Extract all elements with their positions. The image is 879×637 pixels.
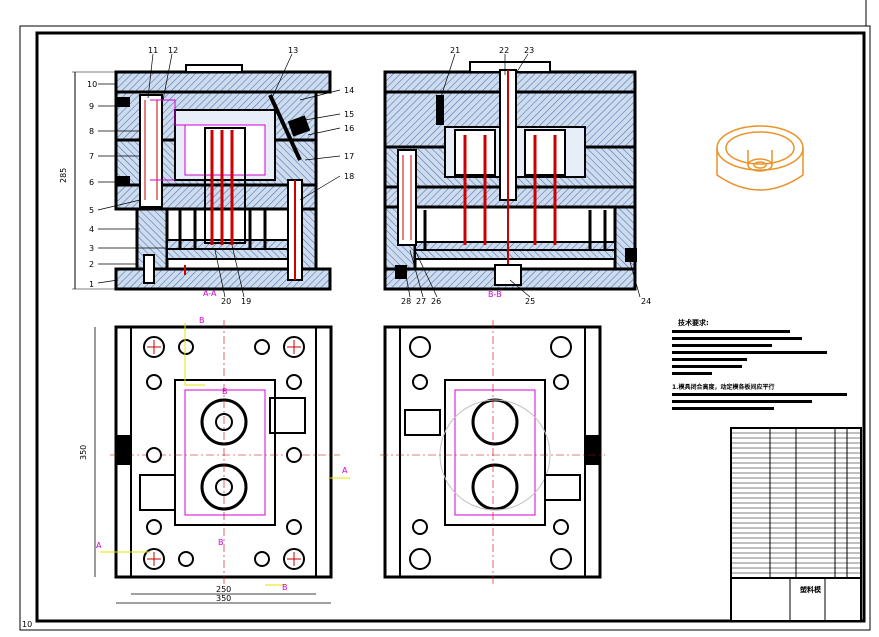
technical-requirements: 技术要求: 1.模具闭合高度，动定模各板间应平行 — [672, 318, 847, 410]
plan-width-outer-dim: 350 — [216, 594, 231, 603]
view-marker: B — [222, 387, 228, 396]
part-number: 11 — [148, 46, 158, 55]
tech-requirements-note: 1.模具闭合高度，动定模各板间应平行 — [672, 383, 774, 391]
parts-list-title-block: 塑料模 — [730, 427, 862, 622]
view-marker: B — [218, 538, 224, 547]
part-number: 9 — [89, 102, 94, 111]
top-clamp-plate — [114, 70, 332, 94]
moving-half-plan-view: B B B B A A 350 250 350 — [79, 316, 350, 604]
part-numbers-bb: 21 22 23 24 25 26 27 28 — [401, 46, 651, 306]
section-label-bb: B-B — [488, 290, 502, 299]
part-number: 6 — [89, 178, 94, 187]
part-number: 12 — [168, 46, 178, 55]
part-number: 13 — [288, 46, 298, 55]
part-number: 25 — [525, 297, 535, 306]
part-number: 21 — [450, 46, 460, 55]
plan-width-inner-dim: 250 — [216, 585, 231, 594]
part-number: 24 — [641, 297, 651, 306]
part-number: 1 — [89, 280, 94, 289]
part-leaders-bb — [404, 53, 641, 298]
part-number: 8 — [89, 127, 94, 136]
part-number: 16 — [344, 124, 354, 133]
part-number: 18 — [344, 172, 354, 181]
part-number: 20 — [221, 297, 231, 306]
part-number: 22 — [499, 46, 509, 55]
tech-requirements-title: 技术要求: — [678, 318, 709, 327]
part-number: 2 — [89, 260, 94, 269]
part-number: 5 — [89, 206, 94, 215]
fixed-half-plan-view — [380, 320, 605, 585]
part-number: 14 — [344, 86, 354, 95]
part-number: 19 — [241, 297, 251, 306]
plan-height-dim: 350 — [79, 445, 88, 460]
section-view-b-b: B-B — [383, 61, 637, 299]
guide-pillar — [139, 94, 163, 208]
title-block-main: 塑料模 — [800, 585, 822, 594]
locating-ring — [185, 64, 243, 73]
sheet-outer-frame — [19, 25, 871, 631]
part-number: 27 — [416, 297, 426, 306]
part-number: 28 — [401, 297, 411, 306]
section-view-a-a: 285 A-A — [59, 64, 332, 298]
view-marker: B — [282, 583, 288, 592]
part-number: 10 — [87, 80, 97, 89]
view-marker: B — [199, 316, 205, 325]
angle-pin — [268, 94, 302, 161]
sheet-inner-frame — [35, 31, 866, 623]
part-number: 3 — [89, 244, 94, 253]
part-number: 4 — [89, 225, 94, 234]
part-number: 15 — [344, 110, 354, 119]
part-numbers-front: 1 2 3 4 5 6 7 8 9 10 11 12 13 14 15 16 1… — [87, 46, 354, 306]
part-number: 17 — [344, 152, 354, 161]
section-label-aa: A-A — [203, 289, 217, 298]
part-number: 7 — [89, 152, 94, 161]
border-number: 10 — [22, 620, 32, 629]
product-isometric-sketch — [716, 125, 804, 191]
view-marker: A — [96, 541, 102, 550]
part-number: 23 — [524, 46, 534, 55]
part-number: 26 — [431, 297, 441, 306]
front-height-dim: 285 — [59, 168, 68, 183]
part-leaders-front — [97, 53, 341, 298]
view-marker: A — [342, 466, 348, 475]
